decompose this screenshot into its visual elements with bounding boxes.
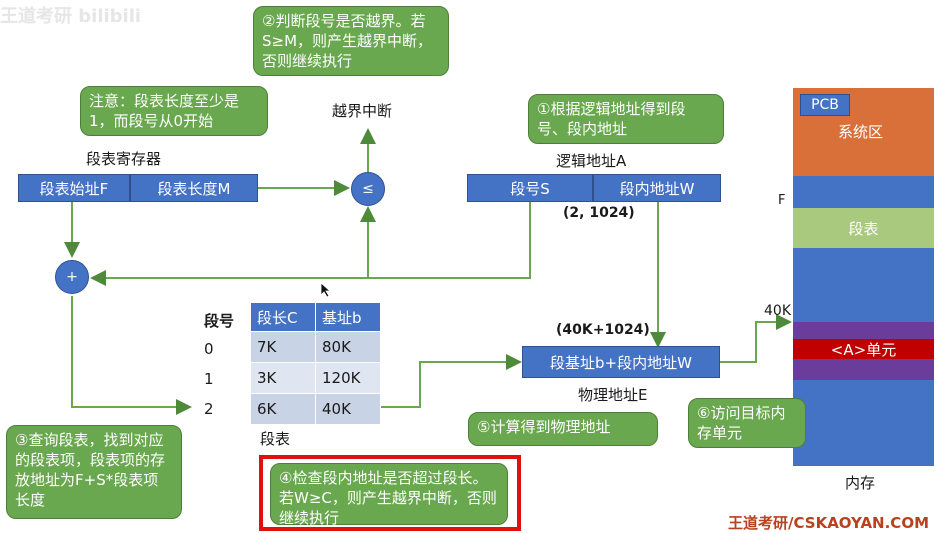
highlight-frame (259, 455, 521, 531)
segment-table-length-field: 段表长度M (130, 174, 258, 202)
adder-circle: + (55, 260, 89, 294)
pcb-box: PCB (800, 94, 850, 116)
callout-step1: ①根据逻辑地址得到段号、段内地址 (528, 94, 724, 144)
mouse-cursor-icon (320, 282, 332, 298)
table-row: 7K 80K (250, 331, 381, 363)
logical-address-title: 逻辑地址A (556, 152, 627, 170)
column-header-base: 基址b (315, 302, 381, 332)
segment-base: 40K (315, 393, 381, 425)
segment-length: 7K (250, 331, 316, 363)
logical-address-example: (2, 1024) (563, 205, 635, 221)
segment-row-no: 1 (204, 370, 214, 388)
arrow-table-to-physical (378, 354, 522, 408)
table-row: 3K 120K (250, 362, 381, 394)
out-of-bounds-label: 越界中断 (332, 102, 393, 120)
segment-register-title: 段表寄存器 (86, 150, 162, 168)
segment-row-no: 2 (204, 400, 214, 418)
compare-circle: ≤ (351, 172, 385, 206)
physical-address-value: (40K+1024) (556, 322, 650, 338)
segment-base: 80K (315, 331, 381, 363)
segment-length: 3K (250, 362, 316, 394)
table-row: 6K 40K (250, 393, 381, 425)
memory-target-unit: <A>单元 (793, 339, 934, 359)
memory-f-label: F (778, 193, 786, 208)
arrow-adder-to-table (71, 296, 192, 415)
memory-segment-table: 段表 (793, 208, 934, 248)
callout-step4: ④检查段内地址是否超过段长。若W≥C，则产生越界中断，否则继续执行 (270, 463, 508, 527)
segment-table: 段长C 基址b 7K 80K 3K 120K 6K 40K (250, 302, 381, 425)
callout-step6: ⑥访问目标内存单元 (688, 398, 806, 448)
segment-number-field: 段号S (467, 174, 593, 202)
segment-row-no: 0 (204, 340, 214, 358)
memory-caption: 内存 (845, 474, 876, 492)
offset-field: 段内地址W (593, 174, 721, 202)
segment-base: 120K (315, 362, 381, 394)
column-header-length: 段长C (250, 302, 316, 332)
segment-length: 6K (250, 393, 316, 425)
watermark-logo: 王道考研 bilibili (0, 6, 142, 27)
callout-step2: ②判断段号是否越界。若S≥M，则产生越界中断，否则继续执行 (253, 6, 449, 76)
callout-note: 注意：段表长度至少是1，而段号从0开始 (80, 86, 268, 136)
segment-table-caption: 段表 (260, 430, 291, 448)
arrow-physical-to-memory (720, 314, 792, 363)
brand-text: 王道考研/CSKAOYAN.COM (728, 514, 929, 532)
segment-table-row-header: 段号 (204, 312, 235, 330)
segment-table-start-field: 段表始址F (18, 174, 130, 202)
memory-40k-label: 40K (764, 303, 791, 319)
system-area-label: 系统区 (838, 123, 884, 141)
physical-address-title: 物理地址E (578, 386, 648, 404)
callout-step5: ⑤计算得到物理地址 (468, 412, 658, 446)
arrow-segment-to-adder (90, 202, 531, 286)
physical-address-box: 段基址b+段内地址W (522, 346, 720, 378)
callout-step3: ③查询段表，找到对应的段表项，段表项的存放地址为F+S*段表项长度 (6, 425, 182, 519)
